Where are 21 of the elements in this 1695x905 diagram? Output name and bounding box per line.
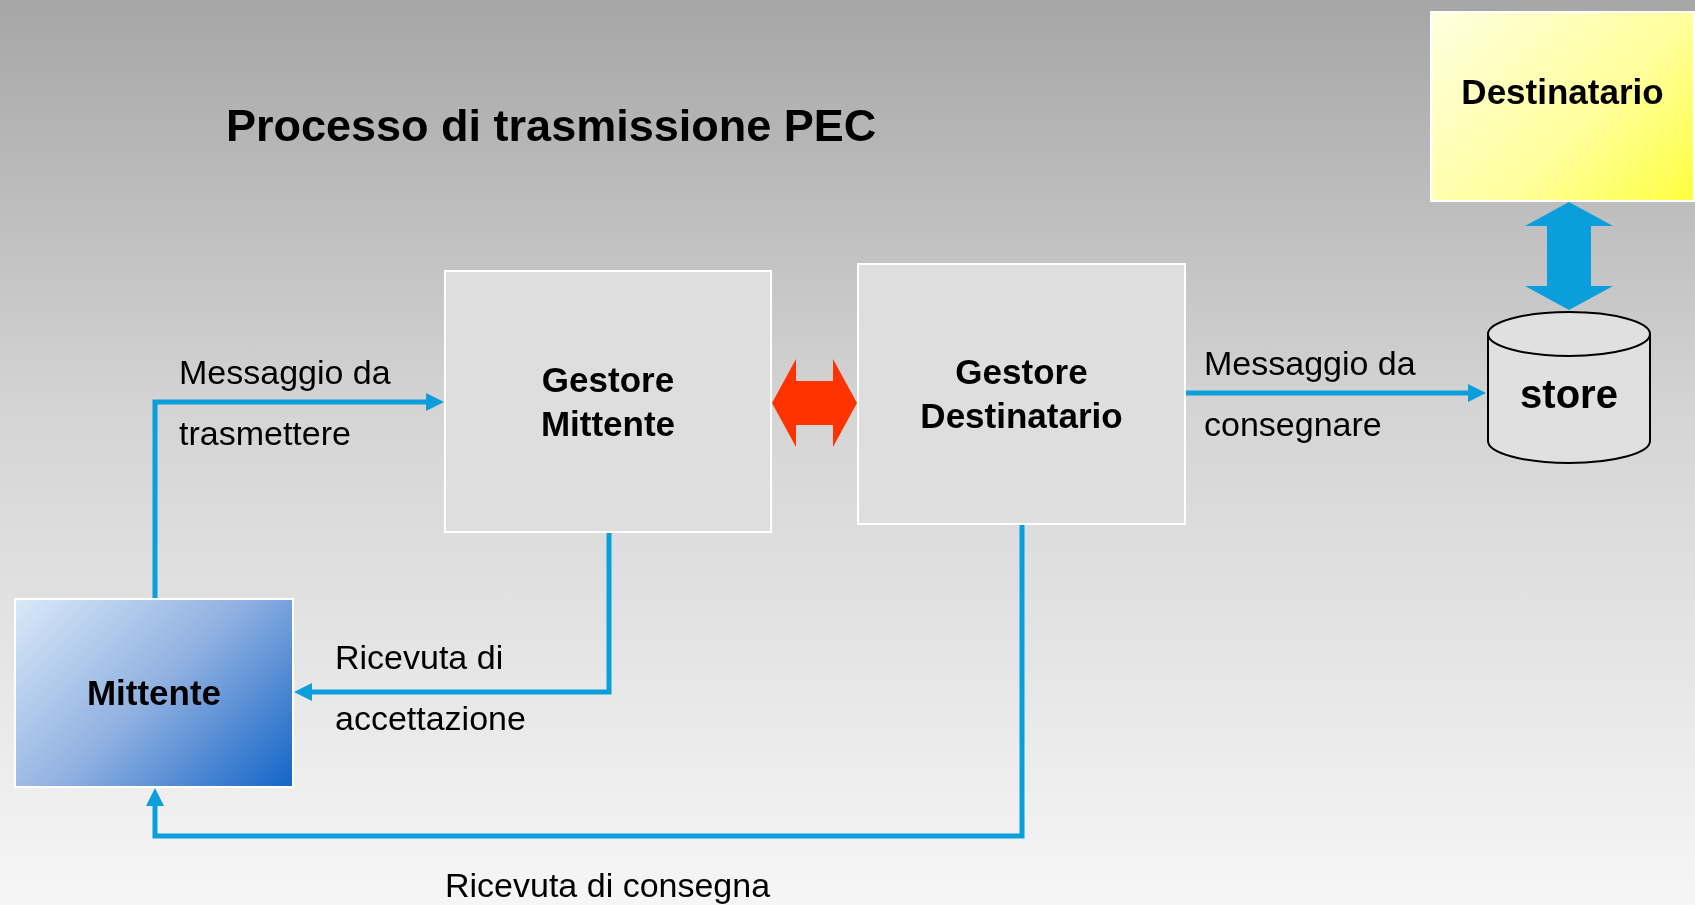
node-label: Gestore Mittente (539, 358, 677, 445)
recipient-box (1430, 11, 1695, 202)
edge-label: Messaggio da consegnare (1204, 343, 1417, 445)
connector-arrow (146, 525, 1025, 839)
node-label: Mittente (86, 672, 222, 715)
double-block-arrow (772, 359, 857, 447)
node-label: Destinatario (1461, 70, 1664, 113)
sender-box (14, 598, 294, 788)
process-box (857, 263, 1186, 525)
double-block-arrow (1525, 202, 1613, 310)
connector-arrow (152, 393, 444, 598)
node-label: store (1520, 370, 1618, 418)
edge-label: Ricevuta di consegna (445, 865, 772, 905)
connector-arrow (294, 533, 612, 701)
node-label: Gestore Destinatario (919, 351, 1124, 437)
connector-arrow (1186, 384, 1486, 402)
diagram-title: Processo di trasmissione PEC (226, 100, 877, 152)
storage-cylinder (1486, 310, 1652, 465)
edge-label: Messaggio da trasmettere (179, 352, 392, 454)
process-box (444, 270, 772, 533)
edge-label: Ricevuta di accettazione (335, 637, 527, 739)
